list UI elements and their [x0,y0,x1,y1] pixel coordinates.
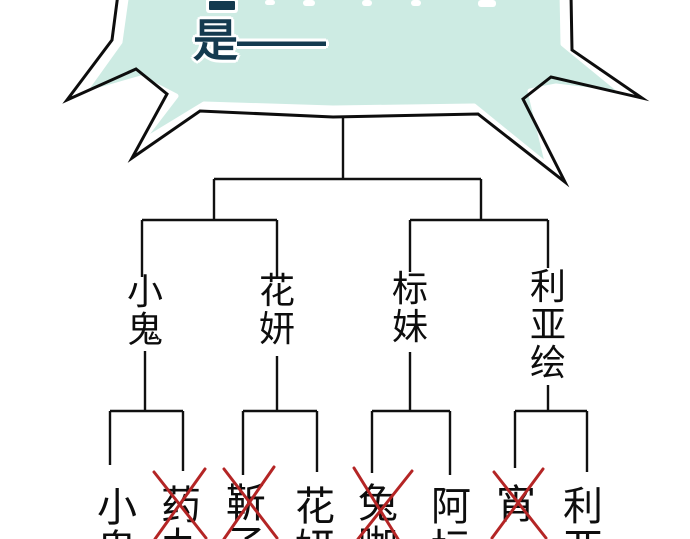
bracket-round2-name: 花妍 [258,270,295,349]
bracket-leaf-name: 小鬼 [97,486,137,539]
clipped-glyph-remnant [411,0,421,6]
bracket-round2-name: 标妹 [391,268,428,347]
clipped-glyph-remnant [303,0,315,6]
x-mark [352,466,414,539]
bracket-round2-name: 利亚绘 [529,266,566,383]
clipped-glyph-remnant [478,0,496,7]
speech-bubble-outline [62,0,650,188]
bracket-leaf-name: 花妍 [295,485,335,539]
bracket-round2-name: 小鬼 [126,271,163,350]
bracket-connectors [108,117,589,475]
clipped-glyph-remnant [265,0,275,5]
x-mark [490,467,548,539]
bracket-leaf-name: 利亚绘 [563,485,603,539]
x-mark [222,465,279,539]
speech-bubble-fill [79,0,627,169]
x-mark [152,467,208,539]
bracket-leaf-name: 阿坛 [431,485,471,539]
clipped-glyph-remnant [362,0,372,6]
clipped-glyph-remnant [209,1,235,10]
elimination-x-marks [152,465,548,539]
bubble-dialogue-text: 是—— [193,15,326,66]
